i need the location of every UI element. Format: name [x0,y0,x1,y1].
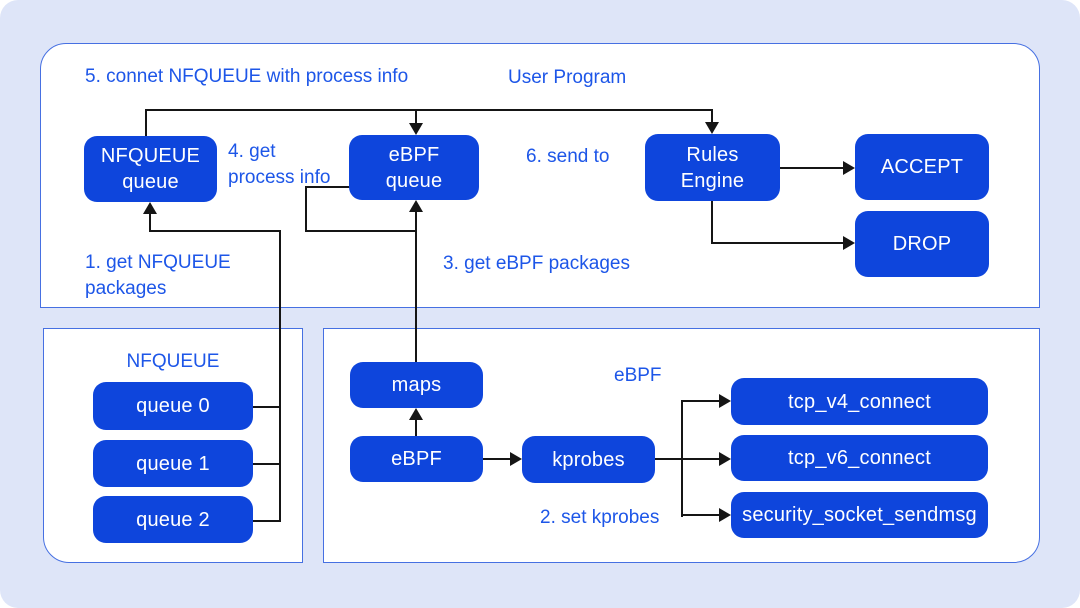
node-nfqueue-queue: NFQUEUE queue [84,136,217,202]
connector-line [305,186,307,232]
connector-line [145,109,713,111]
arrow-right-icon [719,452,731,466]
connector-line [149,214,151,232]
node-rules-engine: Rules Engine [645,134,780,201]
arrow-right-icon [719,508,731,522]
nfqueue-section-label: NFQUEUE [126,351,220,372]
connector-line [711,110,713,123]
connector-line [483,458,510,460]
arrow-up-icon [409,408,423,420]
arrow-down-icon [705,122,719,134]
connector-line [149,230,281,232]
arrow-down-icon [409,123,423,135]
node-ebpf-queue: eBPF queue [349,135,479,200]
connector-line [681,400,719,402]
connector-line [279,230,281,522]
node-tcp-v6-connect: tcp_v6_connect [731,435,988,481]
arrow-right-icon [843,161,855,175]
user-program-label: User Program [508,67,627,88]
node-drop: DROP [855,211,989,277]
connector-line [415,420,417,436]
node-ebpf: eBPF [350,436,483,482]
arrow-up-icon [409,200,423,212]
arrow-right-icon [843,236,855,250]
step2-label: 2. set kprobes [540,507,660,528]
connector-line [253,463,280,465]
connector-line [415,212,417,362]
step4-label: 4. get process info [228,141,331,188]
connector-line [711,201,713,244]
connector-line [305,230,417,232]
arrow-up-icon [143,202,157,214]
step1-label: 1. get NFQUEUE packages [85,252,231,299]
connector-line [145,110,147,136]
node-maps: maps [350,362,483,408]
step6-label: 6. send to [526,146,610,167]
step3-label: 3. get eBPF packages [443,253,630,274]
connector-line [415,110,417,124]
node-security-socket-sendmsg: security_socket_sendmsg [731,492,988,538]
node-queue-0: queue 0 [93,382,253,430]
arrow-right-icon [719,394,731,408]
arrow-right-icon [510,452,522,466]
connector-line [681,514,719,516]
connector-line [711,242,843,244]
connector-line [681,458,719,460]
node-queue-2: queue 2 [93,496,253,543]
connector-line [253,406,280,408]
node-accept: ACCEPT [855,134,989,200]
node-kprobes: kprobes [522,436,655,483]
connector-line [780,167,843,169]
connector-line [305,186,350,188]
ebpf-section-label: eBPF [614,365,662,386]
node-queue-1: queue 1 [93,440,253,487]
connector-line [655,458,683,460]
connector-line [253,520,280,522]
node-tcp-v4-connect: tcp_v4_connect [731,378,988,425]
step5-label: 5. connet NFQUEUE with process info [85,66,409,87]
